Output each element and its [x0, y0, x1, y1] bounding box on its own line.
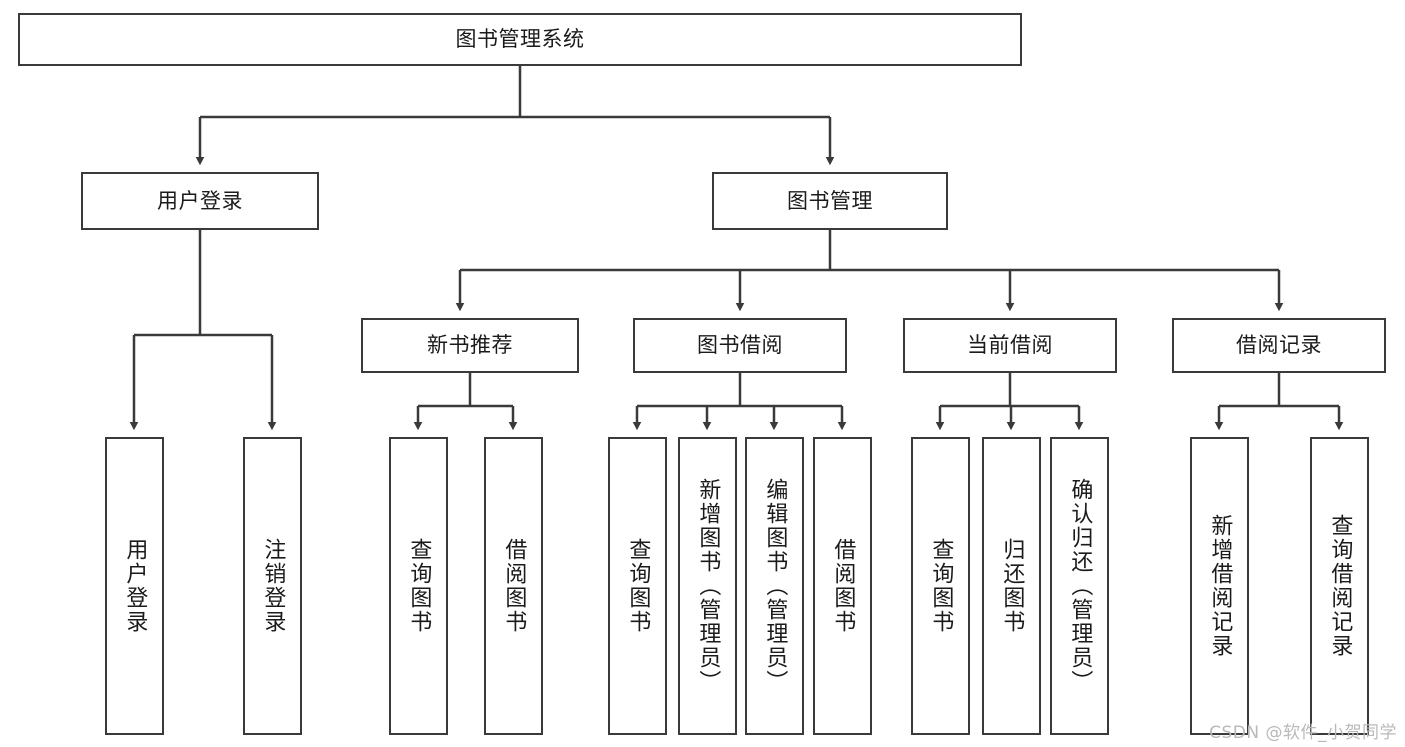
node-leaf-logout-label: 注销登录 [260, 538, 286, 634]
node-leaf-borrow-book-1[interactable]: 借阅图书 [484, 437, 543, 735]
node-leaf-query-book-2[interactable]: 查询图书 [608, 437, 667, 735]
node-leaf-query-record[interactable]: 查询借阅记录 [1310, 437, 1369, 735]
node-leaf-confirm-return-label: 确认归还（管理员） [1067, 478, 1093, 694]
node-leaf-logout[interactable]: 注销登录 [243, 437, 302, 735]
node-leaf-add-book-label: 新增图书（管理员） [695, 478, 721, 694]
node-new-book-rec-label: 新书推荐 [427, 333, 513, 358]
node-leaf-edit-book-label: 编辑图书（管理员） [762, 478, 788, 694]
node-new-book-rec[interactable]: 新书推荐 [361, 318, 579, 373]
node-borrow-record-label: 借阅记录 [1236, 333, 1322, 358]
node-leaf-borrow-book-1-label: 借阅图书 [501, 538, 527, 634]
node-book-manage-label: 图书管理 [787, 188, 873, 213]
node-leaf-borrow-book-2[interactable]: 借阅图书 [813, 437, 872, 735]
node-leaf-edit-book[interactable]: 编辑图书（管理员） [745, 437, 804, 735]
node-leaf-query-book-1-label: 查询图书 [406, 538, 432, 634]
node-book-manage[interactable]: 图书管理 [712, 172, 948, 230]
node-leaf-return-book-label: 归还图书 [999, 538, 1025, 634]
node-leaf-query-book-2-label: 查询图书 [625, 538, 651, 634]
node-leaf-query-book-3-label: 查询图书 [928, 538, 954, 634]
node-book-borrow[interactable]: 图书借阅 [633, 318, 847, 373]
node-leaf-add-record[interactable]: 新增借阅记录 [1190, 437, 1249, 735]
node-leaf-user-login[interactable]: 用户登录 [105, 437, 164, 735]
node-leaf-add-book[interactable]: 新增图书（管理员） [678, 437, 737, 735]
node-user-login[interactable]: 用户登录 [81, 172, 319, 230]
node-borrow-record[interactable]: 借阅记录 [1172, 318, 1386, 373]
node-book-borrow-label: 图书借阅 [697, 333, 783, 358]
node-current-borrow[interactable]: 当前借阅 [903, 318, 1117, 373]
node-leaf-query-book-1[interactable]: 查询图书 [389, 437, 448, 735]
node-user-login-label: 用户登录 [157, 188, 243, 213]
node-leaf-query-book-3[interactable]: 查询图书 [911, 437, 970, 735]
node-current-borrow-label: 当前借阅 [967, 333, 1053, 358]
node-leaf-user-login-label: 用户登录 [122, 538, 148, 634]
node-leaf-return-book[interactable]: 归还图书 [982, 437, 1041, 735]
node-leaf-confirm-return[interactable]: 确认归还（管理员） [1050, 437, 1109, 735]
node-leaf-query-record-label: 查询借阅记录 [1327, 514, 1353, 658]
node-leaf-add-record-label: 新增借阅记录 [1207, 514, 1233, 658]
node-leaf-borrow-book-2-label: 借阅图书 [830, 538, 856, 634]
node-root-label: 图书管理系统 [455, 27, 585, 52]
node-root[interactable]: 图书管理系统 [18, 13, 1022, 66]
